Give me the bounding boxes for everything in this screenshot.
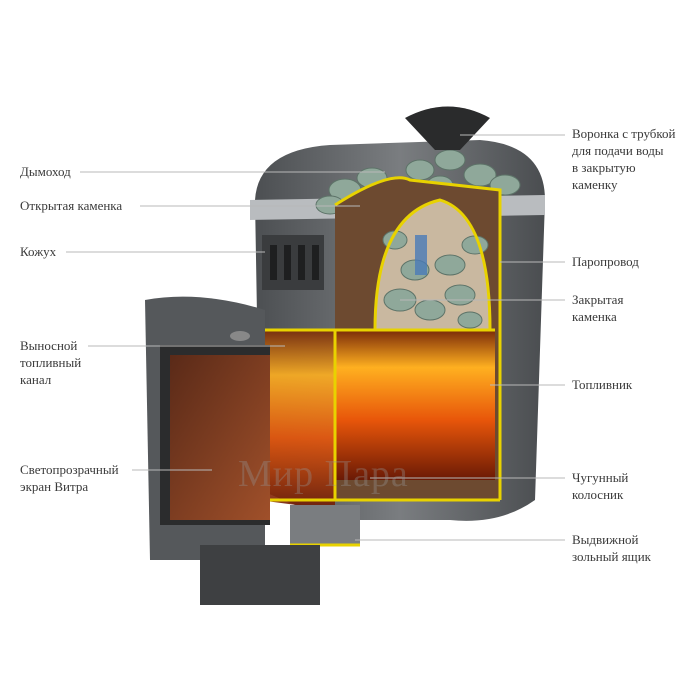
label-line: топливный [20, 355, 82, 370]
label-line: Воронка с трубкой [572, 126, 676, 141]
label-closed-stones: Закрытая каменка [572, 291, 623, 325]
label-line: в закрытую [572, 160, 636, 175]
label-casing: Кожух [20, 244, 57, 259]
cutaway [258, 176, 502, 547]
label-line: Светопрозрачный [20, 462, 119, 477]
glass-screen [170, 355, 270, 520]
watermark: Мир Пара [238, 453, 409, 495]
label-ash-drawer: Выдвижной зольный ящик [572, 531, 651, 565]
fuel-channel-door [145, 296, 320, 605]
label-line: Закрытая [572, 292, 624, 307]
label-fuel-channel: Выносной топливный канал [20, 337, 81, 388]
firebox-fire [335, 330, 495, 480]
label-line: каменку [572, 177, 618, 192]
label-line: Выдвижной [572, 532, 639, 547]
label-open-stones: Открытая каменка [20, 198, 123, 213]
label-line: Выносной [20, 338, 78, 353]
label-line: колосник [572, 487, 624, 502]
label-glass-screen: Светопрозрачный экран Витра [20, 461, 119, 495]
label-line: Чугунный [572, 470, 629, 485]
label-chimney: Дымоход [20, 164, 71, 179]
ash-drawer [290, 505, 360, 545]
label-water-funnel: Воронка с трубкой для подачи воды в закр… [572, 125, 676, 193]
label-line: для подачи воды [572, 143, 664, 158]
label-line: зольный ящик [572, 549, 651, 564]
water-funnel [405, 106, 490, 150]
label-firebox: Топливник [572, 377, 633, 392]
label-steam-pipe: Паропровод [572, 254, 639, 269]
label-line: каменка [572, 309, 617, 324]
label-line: канал [20, 372, 52, 387]
label-line: экран Витра [20, 479, 89, 494]
label-grate: Чугунный колосник [572, 469, 628, 503]
leader-lines [66, 134, 565, 541]
